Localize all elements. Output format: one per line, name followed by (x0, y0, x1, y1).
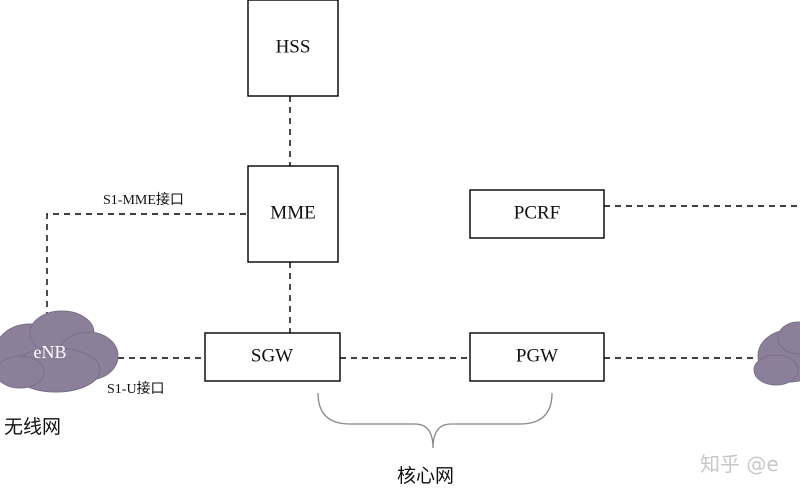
mme-node: MME (247, 165, 339, 263)
enb-label: eNB (34, 342, 67, 362)
hss-node: HSS (247, 0, 339, 97)
pgw-label: PGW (516, 345, 558, 366)
s1-u-interface-label: S1-U接口 (107, 380, 165, 397)
enb-cloud: eNB (0, 310, 119, 393)
link-s1-mme (46, 213, 248, 318)
pcrf-node: PCRF (469, 189, 605, 239)
s1-mme-interface-label: S1-MME接口 (103, 191, 184, 208)
external-network-cloud (753, 321, 800, 386)
sgw-label: SGW (251, 345, 293, 366)
radio-network-caption: 无线网 (4, 416, 61, 438)
core-network-caption: 核心网 (397, 465, 454, 487)
core-network-brace (317, 392, 553, 449)
pgw-node: PGW (469, 332, 605, 382)
sgw-node: SGW (204, 332, 341, 382)
watermark-text: 知乎 @e (700, 452, 779, 476)
mme-label: MME (270, 202, 315, 223)
pcrf-label: PCRF (514, 202, 560, 223)
hss-label: HSS (276, 36, 311, 57)
